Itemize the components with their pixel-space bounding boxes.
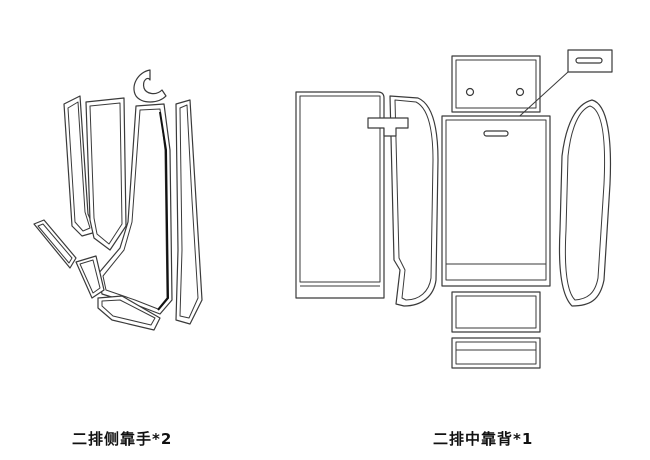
center-tab [367,117,409,137]
panel-slot [483,130,509,137]
connector-piece [75,255,105,299]
side-armrest-pieces [33,69,203,331]
side-armrest-caption: 二排侧靠手*2 [72,430,173,448]
center-back-pieces [295,49,613,369]
second-strip-piece [85,97,127,251]
center-right-curved-panel [558,99,612,307]
center-main-panel [441,115,551,287]
lower-diagonal-piece [33,219,77,269]
top-box-hole-right [515,87,525,97]
top-box-hole-left [465,87,475,97]
center-top-box [451,55,541,113]
right-strip-piece [175,99,203,325]
slot-detail-box [567,49,613,73]
center-left-panel [295,91,385,299]
center-lower-strip-2 [451,337,541,369]
center-curved-panel [389,95,439,307]
bottom-tip-piece [97,295,161,331]
main-side-piece [97,103,173,315]
hook-piece [133,69,167,103]
center-back-caption: 二排中靠背*1 [433,430,534,448]
center-lower-strip-1 [451,291,541,333]
